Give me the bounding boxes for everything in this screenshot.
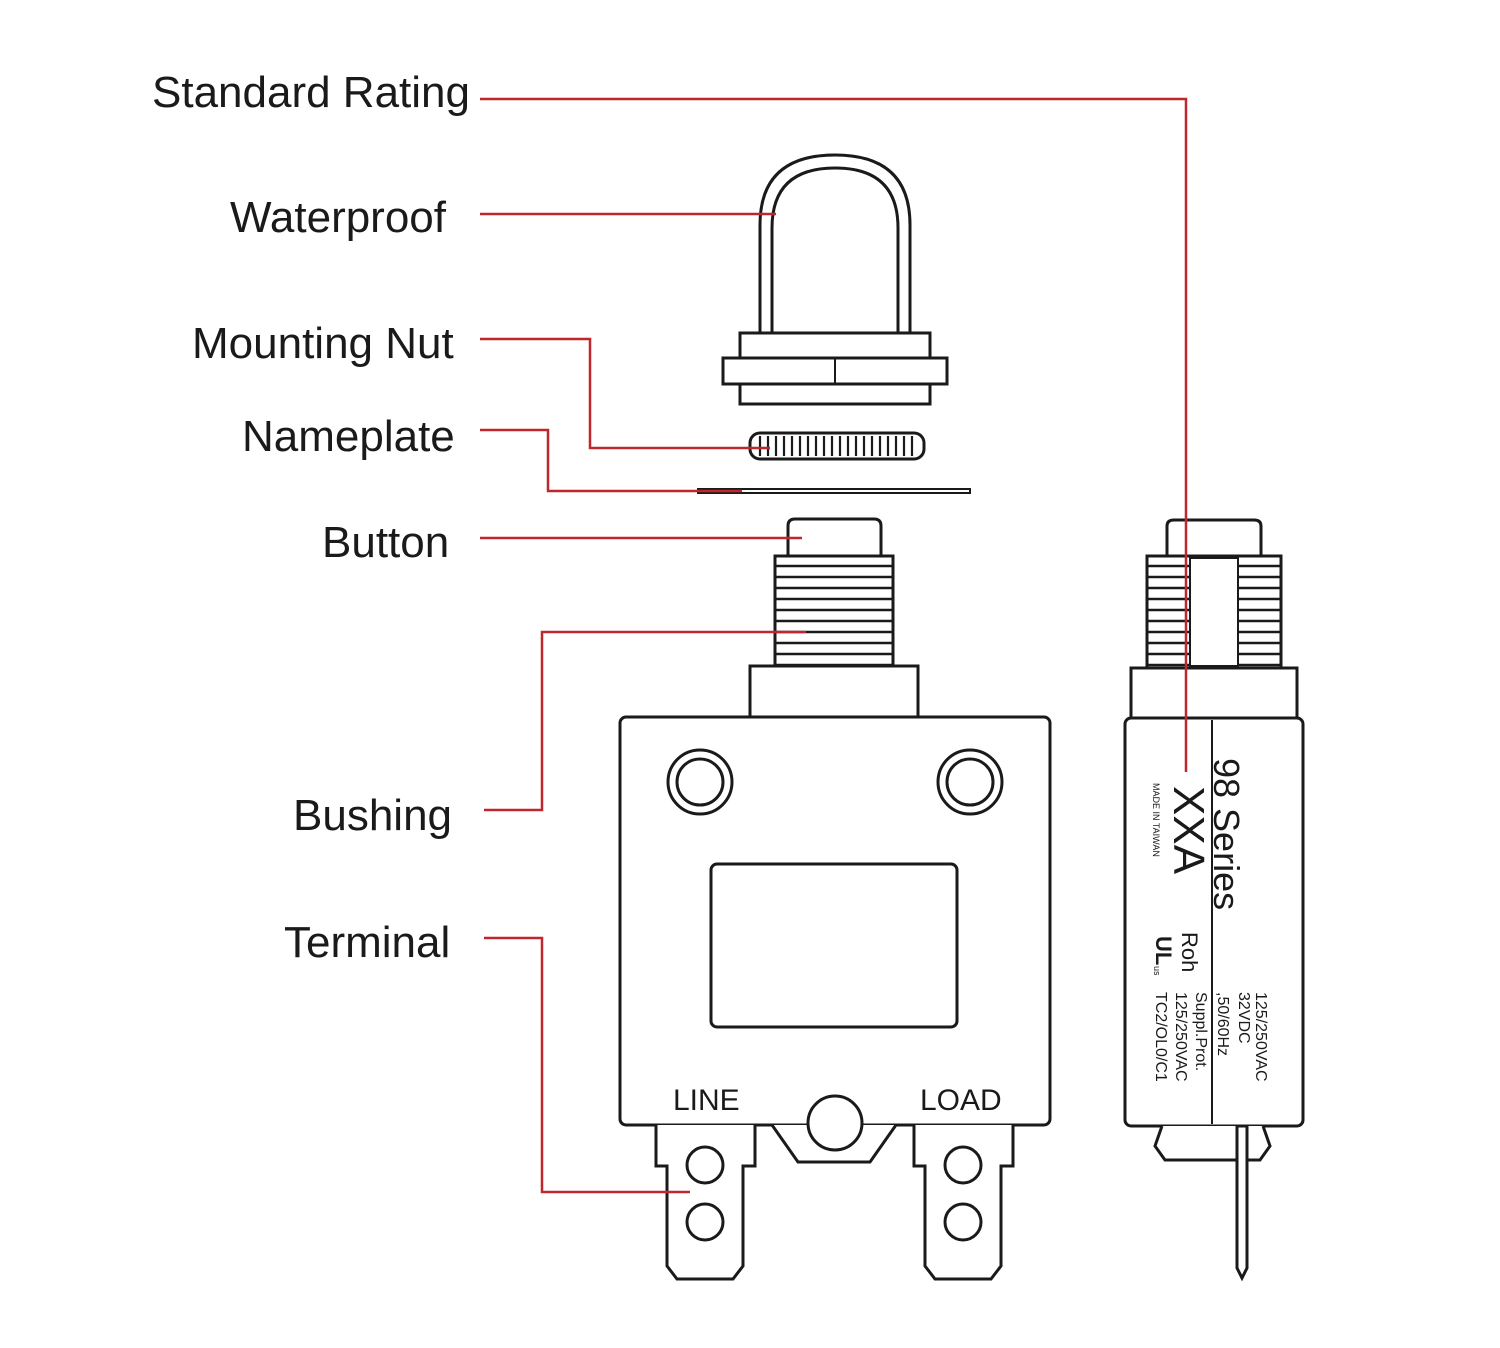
terminal-line — [654, 1125, 757, 1281]
label-terminal: Terminal — [284, 918, 450, 967]
side-rating-text: XXA — [1164, 786, 1213, 875]
side-suppl-prot: Suppl.Prot. — [1192, 992, 1209, 1071]
reset-button — [775, 517, 893, 558]
side-made-in-text: MADE IN TAIWAN — [1151, 783, 1161, 857]
leader-standard-rating — [480, 97, 1188, 772]
side-cert-mark: UL — [1151, 936, 1176, 965]
leader-mounting-nut — [480, 337, 770, 450]
terminal-line-label: LINE — [673, 1084, 740, 1117]
side-frequency: ,50/60Hz — [1214, 992, 1231, 1056]
label-waterproof: Waterproof — [230, 193, 447, 242]
side-dc-rating: 32VDC — [1235, 992, 1252, 1044]
label-button: Button — [322, 518, 449, 567]
breaker-body — [618, 664, 1052, 1127]
leader-nameplate — [480, 428, 742, 493]
mounting-tab — [770, 1094, 898, 1164]
side-ac-rating: 125/250VAC — [1252, 992, 1269, 1082]
waterproof-cap — [721, 153, 949, 406]
bushing — [773, 554, 895, 668]
label-bushing: Bushing — [293, 791, 452, 840]
label-mounting-nut: Mounting Nut — [192, 319, 454, 368]
side-tc-code: TC2/OL0/C1 — [1152, 992, 1169, 1082]
mounting-nut — [748, 431, 926, 461]
leader-terminal — [484, 936, 690, 1194]
terminal-load — [912, 1125, 1015, 1281]
side-series-text: 98 Series — [1206, 758, 1247, 910]
label-nameplate: Nameplate — [242, 412, 455, 461]
side-suppl-rating: 125/250VAC — [1172, 992, 1189, 1082]
side-cert-suffix: us — [1152, 966, 1162, 976]
leader-bushing — [484, 630, 806, 812]
side-rohs-text: Roh — [1177, 932, 1202, 972]
label-standard-rating: Standard Rating — [152, 68, 470, 117]
terminal-load-label: LOAD — [920, 1084, 1002, 1117]
side-view: 98 Series XXA MADE IN TAIWAN Roh UL us 1… — [1123, 518, 1305, 1282]
